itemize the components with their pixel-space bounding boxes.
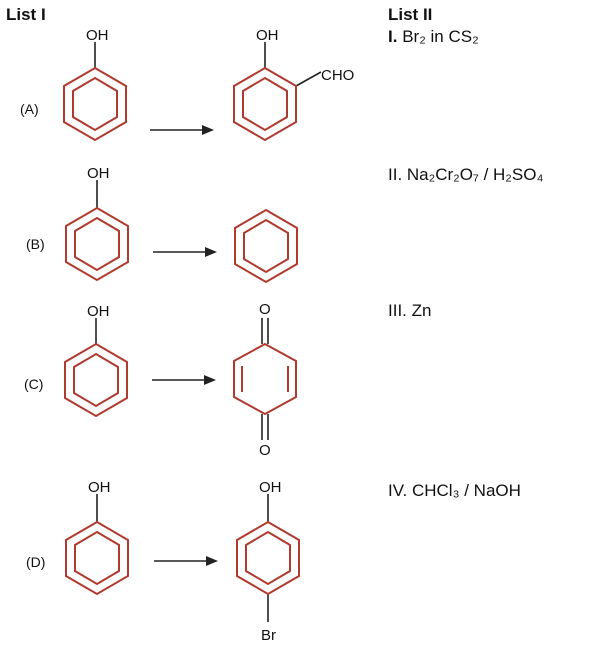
benzene-inner-ring	[243, 218, 289, 274]
list-2-item-4: IV. CHCl₃ / NaOH	[388, 481, 521, 500]
oh-group: OH	[259, 479, 282, 496]
benzene-ring	[65, 520, 129, 596]
benzene-inner-ring	[72, 76, 118, 132]
br-group: Br	[261, 627, 276, 644]
benzene-inner-ring	[73, 352, 119, 408]
reactant-phenol-d: OH	[65, 479, 129, 596]
reactant-phenol-a: OH	[63, 27, 127, 142]
row-b: (B) OH	[26, 165, 298, 284]
product-salicylaldehyde: OH CHO	[233, 27, 354, 142]
oh-group: OH	[86, 27, 109, 44]
benzene-inner-ring	[242, 76, 288, 132]
benzene-inner-ring	[245, 530, 291, 586]
row-c: (C) OH O O	[24, 301, 297, 459]
row-a: (A) OH OH CHO	[20, 27, 354, 142]
product-benzene	[234, 208, 298, 284]
benzene-inner-ring	[74, 530, 120, 586]
row-label-d: (D)	[26, 554, 45, 570]
row-label-b: (B)	[26, 236, 45, 252]
list-2-item-3: III. Zn	[388, 301, 431, 320]
oh-group: OH	[87, 165, 110, 182]
benzene-ring	[63, 66, 127, 142]
product-benzoquinone: O O	[233, 301, 297, 459]
quinone-ring	[233, 342, 297, 416]
benzene-ring	[233, 66, 297, 142]
reaction-arrow-a	[150, 125, 214, 135]
list-1-header: List I	[6, 5, 46, 24]
o-top-group: O	[259, 301, 271, 318]
o-bottom-group: O	[259, 442, 271, 459]
benzene-inner-ring	[74, 216, 120, 272]
benzene-ring	[64, 342, 128, 418]
row-d: (D) OH OH Br	[26, 479, 300, 644]
oh-group: OH	[88, 479, 111, 496]
list-2-item-1: I. Br₂ in CS₂	[388, 27, 479, 46]
oh-group: OH	[256, 27, 279, 44]
reaction-arrow-b	[153, 247, 217, 257]
list-2-header: List II	[388, 5, 432, 24]
reactant-phenol-b: OH	[65, 165, 129, 282]
reaction-arrow-c	[152, 375, 216, 385]
oh-group: OH	[87, 303, 110, 320]
reaction-arrow-d	[154, 556, 218, 566]
product-bromophenol: OH Br	[236, 479, 300, 644]
row-label-c: (C)	[24, 376, 43, 392]
benzene-ring	[234, 208, 298, 284]
reactant-phenol-c: OH	[64, 303, 128, 418]
benzene-ring	[236, 520, 300, 596]
benzene-ring	[65, 206, 129, 282]
list-2-item-2: II. Na₂Cr₂O₇ / H₂SO₄	[388, 165, 543, 184]
row-label-a: (A)	[20, 101, 39, 117]
c-cho-bond	[295, 71, 322, 87]
cho-group: CHO	[321, 67, 354, 84]
